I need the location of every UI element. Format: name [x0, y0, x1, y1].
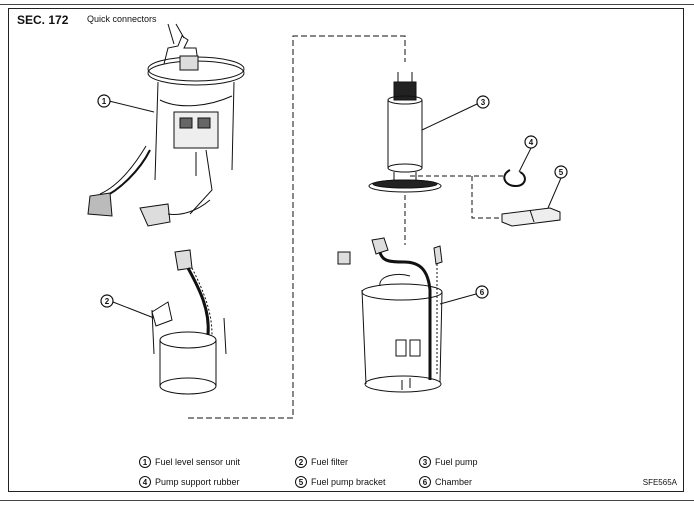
legend-item-2: 2 Fuel filter [295, 456, 348, 468]
fuel-pump-drawing [368, 72, 442, 193]
legend-item-1: 1 Fuel level sensor unit [139, 456, 240, 468]
fuel-filter-drawing [151, 249, 227, 395]
callout-1 [97, 94, 111, 108]
legend-item-4: 4 Pump support rubber [139, 476, 240, 488]
assembly-guide-line [410, 175, 508, 219]
callout-1-number: 1 [102, 97, 107, 106]
callout-4-number: 4 [529, 138, 534, 147]
chamber-drawing [337, 237, 443, 393]
leader-line-3 [421, 103, 478, 131]
leader-line-2 [112, 301, 155, 319]
figure-frame: SEC. 172 Quick connectors 1 Fuel level s… [8, 8, 684, 492]
callout-2-number: 2 [105, 297, 110, 306]
leader-line-1 [108, 100, 155, 113]
callout-6-number: 6 [480, 288, 485, 297]
leader-line-6 [439, 293, 477, 305]
legend-item-3: 3 Fuel pump [419, 456, 478, 468]
pump-support-rubber-drawing [503, 169, 526, 188]
callout-4 [524, 135, 538, 149]
callout-3 [476, 95, 490, 109]
leader-line-connectors [167, 23, 185, 45]
top-rule [0, 4, 694, 5]
callout-3-number: 3 [481, 98, 486, 107]
fuel-pump-bracket-drawing [501, 207, 561, 227]
callout-2 [100, 294, 114, 308]
quick-connectors-label: Quick connectors [87, 14, 157, 24]
legend-item-6: 6 Chamber [419, 476, 472, 488]
callout-6 [475, 285, 489, 299]
figure-code: SFE565A [642, 478, 677, 487]
section-label: SEC. 172 [17, 13, 69, 27]
legend-item-5: 5 Fuel pump bracket [295, 476, 386, 488]
callout-5-number: 5 [559, 168, 564, 177]
leader-line-5 [547, 177, 562, 209]
assembly-guide-line [188, 35, 406, 419]
callout-5 [554, 165, 568, 179]
bottom-rule [0, 500, 694, 501]
fuel-level-sensor-unit-drawing [87, 35, 245, 227]
leader-line-4 [518, 147, 532, 173]
